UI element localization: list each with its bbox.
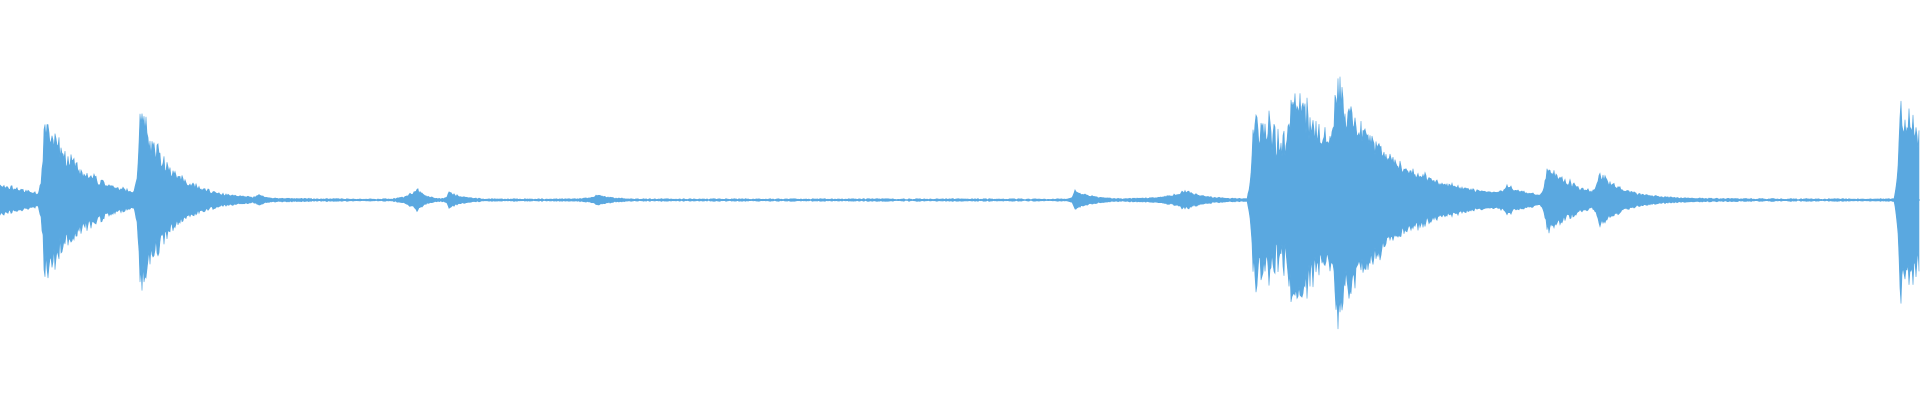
waveform-envelope (0, 76, 1920, 330)
